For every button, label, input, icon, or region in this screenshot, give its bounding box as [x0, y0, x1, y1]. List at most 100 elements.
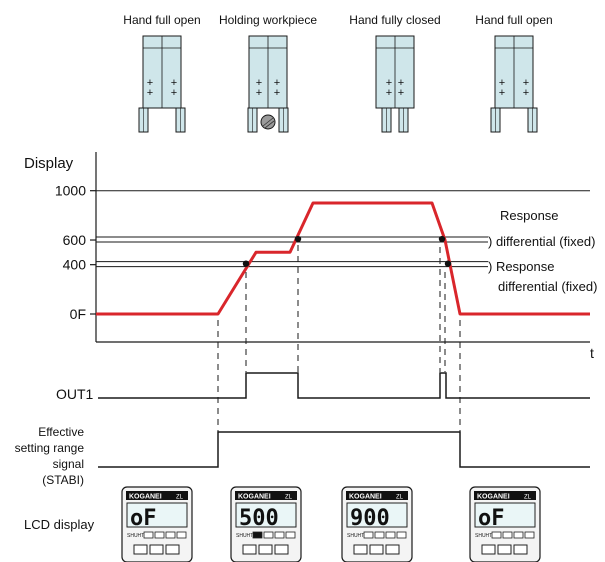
- lcd-brand-bar-1: [235, 491, 297, 500]
- y-tick-label-2: 400: [63, 257, 87, 273]
- reference-lines: [96, 190, 590, 268]
- gripper-mark-2-1: +: [398, 77, 404, 89]
- lcd-indicator-1-0: [252, 531, 263, 539]
- lcd-button-2-0: [353, 544, 368, 555]
- lcd-model-0: ZL: [176, 495, 184, 501]
- lcd-indicator-3-0: [491, 531, 502, 539]
- workpiece-hatch-b-1: [264, 120, 275, 129]
- gripper-mark-3-1: +: [523, 77, 529, 89]
- display-signal-curve: [96, 201, 590, 316]
- gripper-mark-0-0: +: [147, 77, 153, 89]
- lcd-model-2: ZL: [396, 495, 404, 501]
- lcd-brand-bar-3: [474, 491, 536, 500]
- lcd-button-1-0: [242, 544, 257, 555]
- gripper-state-label-0: Hand full open: [123, 13, 200, 27]
- y-axis: 1000 600 400 0F: [55, 152, 590, 343]
- lcd-small-text-0: SHUHT: [127, 533, 144, 539]
- lcd-button-1-2: [274, 544, 289, 555]
- gripper-mark-2-3: +: [398, 87, 404, 99]
- annotation-upper-a: Response: [500, 208, 559, 223]
- stabi-signal: [98, 431, 590, 468]
- gripper-2: Hand fully closed++++: [349, 13, 441, 133]
- lcd-indicator-1-3: [285, 531, 296, 539]
- gripper-mark-1-2: +: [256, 87, 262, 99]
- lcd-brand-2: KOGANEI: [349, 494, 382, 501]
- annotation-lower-b: differential (fixed): [498, 279, 597, 294]
- lcd-unit-3: KOGANEI ZL oF SHUHT: [469, 486, 541, 562]
- gripper-state-label-1: Holding workpiece: [219, 13, 317, 27]
- lcd-button-2-2: [385, 544, 400, 555]
- threshold-dot-0: [242, 260, 250, 267]
- lcd-reading-0: oF: [130, 506, 157, 531]
- gripper-mark-1-3: +: [274, 87, 280, 99]
- workpiece-hatch-a-1: [262, 117, 274, 127]
- dashed-guides: [217, 245, 461, 432]
- lcd-button-3-0: [481, 544, 496, 555]
- lcd-brand-0: KOGANEI: [129, 494, 162, 501]
- lcd-screen-3: [474, 502, 536, 528]
- lcd-indicator-2-1: [374, 531, 385, 539]
- lcd-brand-bar-0: [126, 491, 188, 500]
- lcd-unit-0: KOGANEI ZL oF SHUHT: [121, 486, 193, 562]
- annotation-lower-a: ) Response: [488, 259, 554, 274]
- threshold-dot-3: [444, 260, 452, 267]
- gripper-mark-0-1: +: [171, 77, 177, 89]
- y-tick-label-3: 0F: [70, 306, 86, 322]
- lcd-reading-2: 900: [350, 506, 390, 531]
- lcd-small-text-3: SHUHT: [475, 533, 492, 539]
- gripper-mark-3-3: +: [523, 87, 529, 99]
- lcd-indicator-0-1: [154, 531, 165, 539]
- lcd-indicator-3-3: [524, 531, 535, 539]
- gripper-states: Hand full open++++Holding workpiece++++H…: [123, 13, 553, 133]
- gripper-mark-0-2: +: [147, 87, 153, 99]
- y-axis-title: Display: [24, 155, 74, 172]
- gripper-mark-1-0: +: [256, 77, 262, 89]
- threshold-points: [242, 235, 452, 267]
- gripper-mark-1-1: +: [274, 77, 280, 89]
- lcd-screen-0: [126, 502, 188, 528]
- lcd-button-0-1: [149, 544, 164, 555]
- lcd-indicator-2-0: [363, 531, 374, 539]
- stabi-label-line-4: (STABI): [42, 473, 84, 487]
- lcd-indicator-1-1: [263, 531, 274, 539]
- lcd-button-3-1: [497, 544, 512, 555]
- threshold-dot-1: [294, 235, 302, 243]
- lcd-button-1-1: [258, 544, 273, 555]
- stabi-label-line-1: Effective: [38, 425, 84, 439]
- stabi-label-line-2: setting range: [15, 441, 85, 455]
- lcd-indicator-0-3: [176, 531, 187, 539]
- lcd-indicator-3-2: [513, 531, 524, 539]
- lcd-button-3-2: [513, 544, 528, 555]
- lcd-brand-3: KOGANEI: [477, 494, 510, 501]
- lcd-brand-1: KOGANEI: [238, 494, 271, 501]
- gripper-mark-3-2: +: [499, 87, 505, 99]
- x-axis-title: t: [590, 345, 594, 361]
- gripper-0: Hand full open++++: [123, 13, 201, 133]
- gripper-1: Holding workpiece++++: [219, 13, 317, 133]
- lcd-indicator-2-2: [385, 531, 396, 539]
- lcd-screen-2: [346, 502, 408, 528]
- lcd-small-text-1: SHUHT: [236, 533, 253, 539]
- gripper-state-label-2: Hand fully closed: [349, 13, 440, 27]
- gripper-mark-2-0: +: [386, 77, 392, 89]
- gripper-mark-3-0: +: [499, 77, 505, 89]
- gripper-mark-2-2: +: [386, 87, 392, 99]
- threshold-dot-2: [438, 235, 446, 243]
- lcd-button-0-2: [165, 544, 180, 555]
- gripper-state-label-3: Hand full open: [475, 13, 552, 27]
- lcd-indicator-3-1: [502, 531, 513, 539]
- lcd-button-2-1: [369, 544, 384, 555]
- lcd-indicator-1-2: [274, 531, 285, 539]
- y-tick-label-0: 1000: [55, 183, 86, 199]
- lcd-model-3: ZL: [524, 495, 532, 501]
- lcd-model-1: ZL: [285, 495, 293, 501]
- gripper-3: Hand full open++++: [475, 13, 553, 133]
- lcd-small-text-2: SHUHT: [347, 533, 364, 539]
- lcd-screen-1: [235, 502, 297, 528]
- lcd-reading-3: oF: [478, 506, 505, 531]
- lcd-brand-bar-2: [346, 491, 408, 500]
- y-tick-label-1: 600: [63, 232, 87, 248]
- lcd-row-label: LCD display: [24, 517, 95, 532]
